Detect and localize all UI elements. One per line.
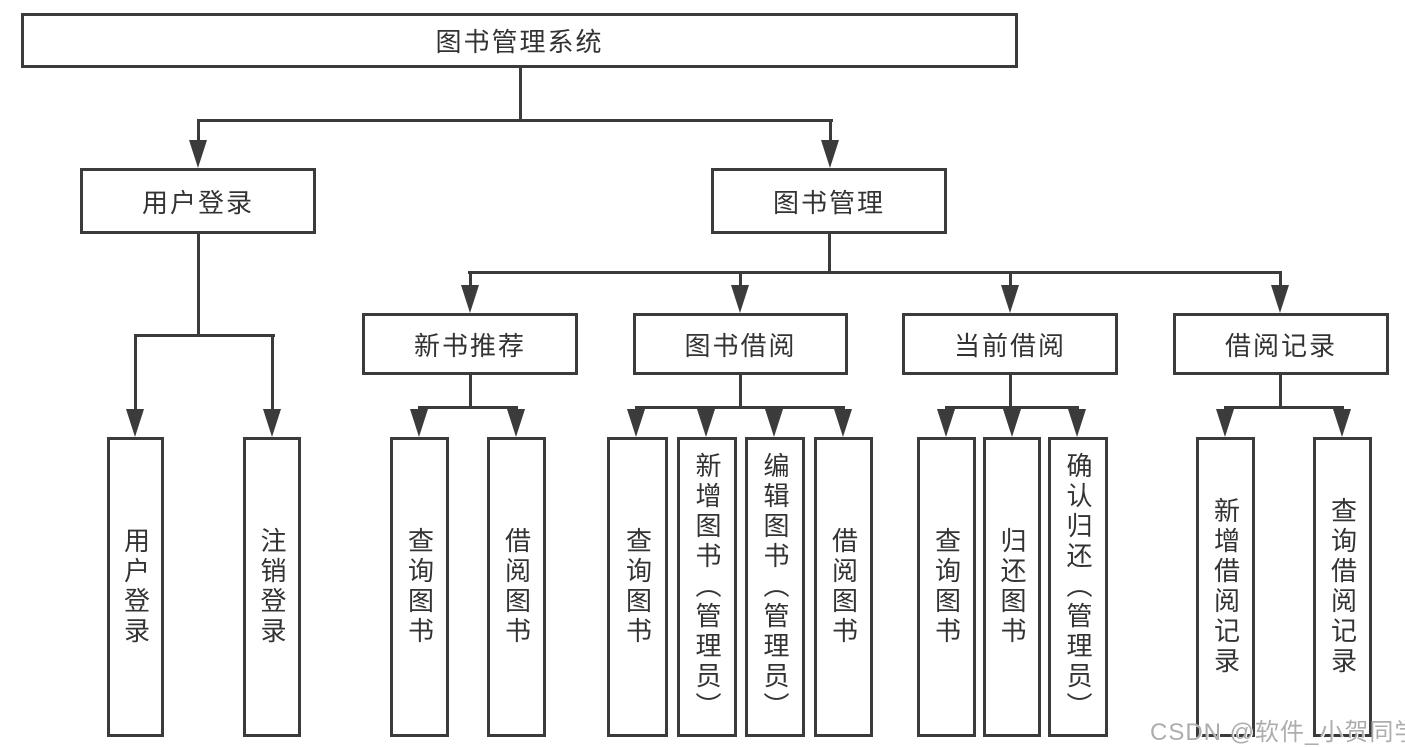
connector-line <box>519 68 522 121</box>
arrow-down-icon <box>1068 409 1086 437</box>
leaf-logout: 注销登录 <box>243 437 301 737</box>
node-library-management-system: 图书管理系统 <box>21 13 1018 68</box>
connector-line <box>197 234 200 337</box>
connector-line <box>635 406 845 409</box>
leaf-query-books: 查询图书 <box>917 437 976 737</box>
node-current-borrowing: 当前借阅 <box>902 313 1118 375</box>
leaf-user-login: 用户登录 <box>107 437 164 737</box>
connector-line <box>1224 406 1344 409</box>
arrow-down-icon <box>765 409 783 437</box>
connector-line <box>134 334 137 412</box>
connector-line <box>1009 375 1012 409</box>
leaf-confirm-return-admin: 确认归还（管理员） <box>1048 437 1108 737</box>
node-user-login: 用户登录 <box>80 168 316 234</box>
arrow-down-icon <box>263 409 281 437</box>
connector-line <box>1009 271 1012 288</box>
leaf-return-books: 归还图书 <box>983 437 1041 737</box>
connector-line <box>829 119 832 145</box>
arrow-down-icon <box>1333 409 1351 437</box>
arrow-down-icon <box>1271 285 1289 313</box>
leaf-query-books: 查询图书 <box>390 437 449 737</box>
connector-line <box>197 119 833 122</box>
connector-line <box>945 406 1079 409</box>
connector-line <box>1279 271 1282 288</box>
connector-line <box>828 234 831 274</box>
arrow-down-icon <box>1003 409 1021 437</box>
arrow-down-icon <box>189 140 207 168</box>
connector-line <box>197 119 200 145</box>
connector-line <box>469 271 472 288</box>
arrow-down-icon <box>410 409 428 437</box>
arrow-down-icon <box>731 285 749 313</box>
connector-line <box>134 334 275 337</box>
arrow-down-icon <box>461 285 479 313</box>
leaf-add-borrow-record: 新增借阅记录 <box>1196 437 1255 737</box>
arrow-down-icon <box>627 409 645 437</box>
arrow-down-icon <box>697 409 715 437</box>
arrow-down-icon <box>937 409 955 437</box>
arrow-down-icon <box>507 409 525 437</box>
node-new-book-recommend: 新书推荐 <box>362 313 578 375</box>
connector-line <box>271 334 274 412</box>
connector-line <box>1279 375 1282 409</box>
node-borrowing-records: 借阅记录 <box>1173 313 1389 375</box>
connector-line <box>739 375 742 409</box>
node-book-management: 图书管理 <box>711 168 947 234</box>
leaf-edit-books-admin: 编辑图书（管理员） <box>745 437 805 737</box>
leaf-query-borrow-record: 查询借阅记录 <box>1313 437 1372 737</box>
arrow-down-icon <box>834 409 852 437</box>
connector-line <box>468 271 1282 274</box>
arrow-down-icon <box>821 140 839 168</box>
arrow-down-icon <box>1216 409 1234 437</box>
connector-line <box>418 406 518 409</box>
leaf-borrow-books: 借阅图书 <box>814 437 873 737</box>
connector-line <box>469 375 472 409</box>
connector-line <box>739 271 742 288</box>
node-book-borrowing: 图书借阅 <box>633 313 848 375</box>
csdn-watermark: CSDN @软件_小贺同学 <box>1150 719 1405 746</box>
leaf-query-books: 查询图书 <box>607 437 668 737</box>
arrow-down-icon <box>126 409 144 437</box>
arrow-down-icon <box>1001 285 1019 313</box>
leaf-borrow-books: 借阅图书 <box>487 437 546 737</box>
leaf-add-books-admin: 新增图书（管理员） <box>677 437 737 737</box>
